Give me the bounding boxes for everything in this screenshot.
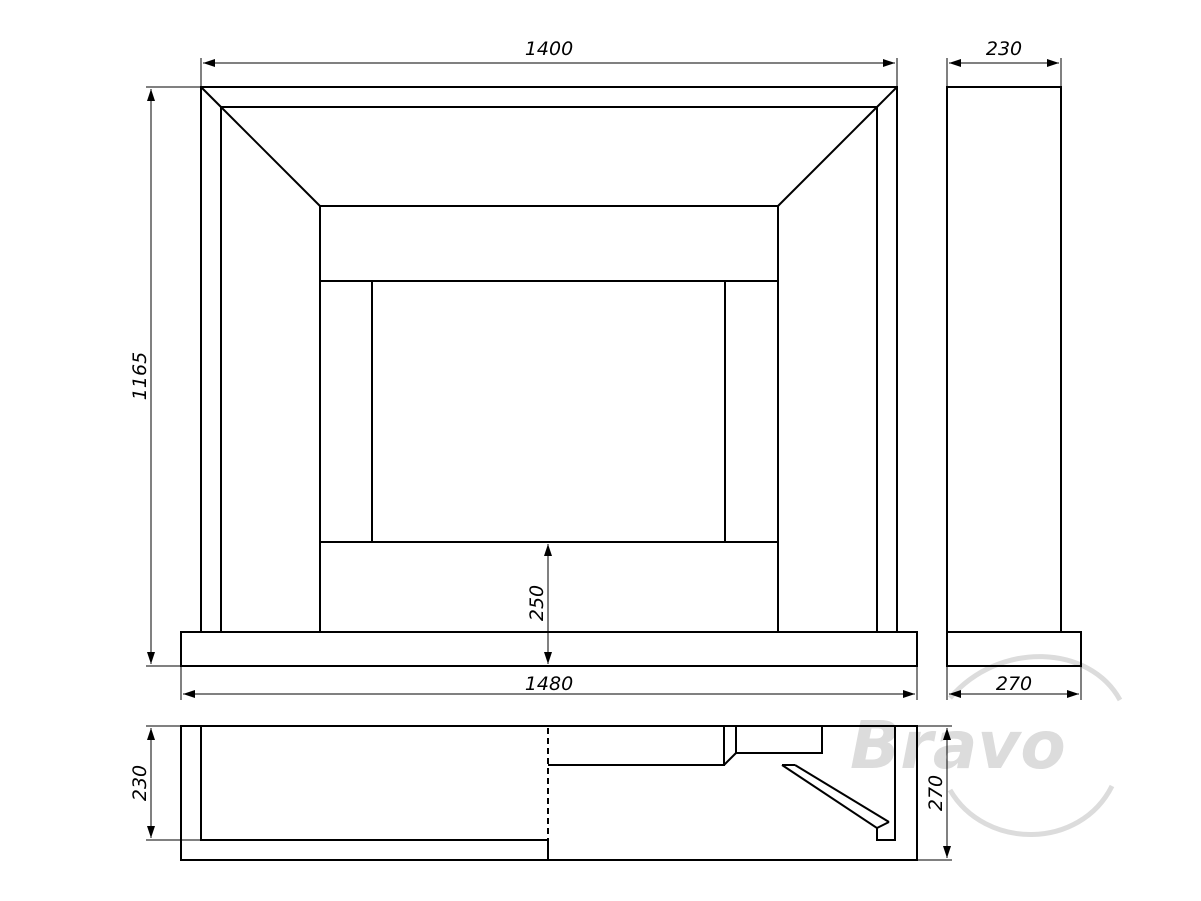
dimension-plan-230: 230 <box>129 725 200 841</box>
side-body <box>946 86 1062 633</box>
dimension-base-1480: 1480 <box>180 667 918 700</box>
side-view <box>946 86 1082 667</box>
front-base-plinth <box>180 631 918 667</box>
dim-label-plan-270: 270 <box>925 775 947 811</box>
dim-label-250: 250 <box>526 585 548 621</box>
dim-label-plan-230: 230 <box>129 765 151 801</box>
dim-label-side-base-270: 270 <box>996 673 1032 695</box>
watermark-logo: Bravo <box>850 654 1123 837</box>
front-recess <box>319 205 779 633</box>
plan-left-inner <box>200 726 549 860</box>
dimension-side-base-270: 270 <box>946 667 1082 700</box>
dim-label-1165: 1165 <box>129 352 151 400</box>
dimension-opening-250: 250 <box>526 544 552 664</box>
watermark-brand-text: Bravo <box>850 707 1066 784</box>
dimension-plan-270: 270 <box>918 725 952 861</box>
plan-view <box>180 725 918 861</box>
dim-label-side-230: 230 <box>986 38 1022 60</box>
front-outer-frame <box>200 86 898 633</box>
dim-label-1480: 1480 <box>525 673 573 695</box>
side-base-plinth <box>946 631 1082 667</box>
dimension-side-230: 230 <box>946 38 1062 86</box>
dim-label-1400: 1400 <box>525 38 573 60</box>
dimension-width-1400: 1400 <box>200 38 898 86</box>
dimension-height-1165: 1165 <box>129 86 200 667</box>
front-view <box>180 86 918 667</box>
